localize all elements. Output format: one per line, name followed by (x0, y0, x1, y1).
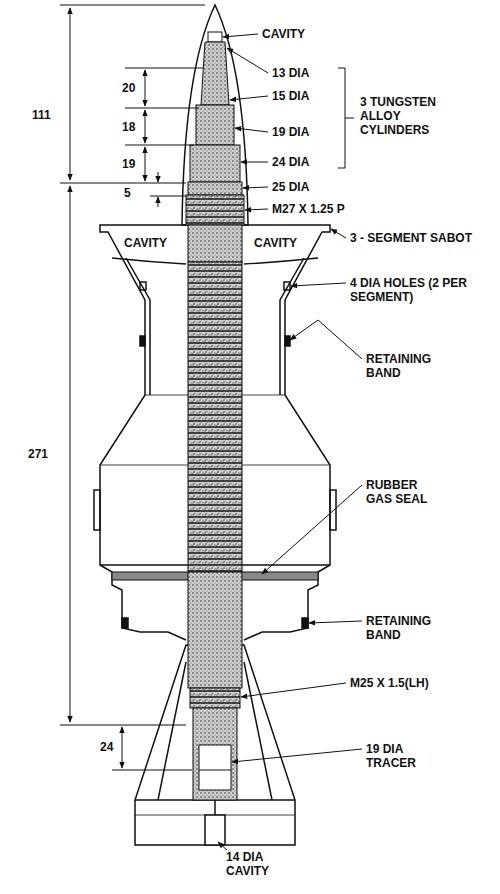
windscreen (182, 5, 248, 225)
diameter-label: 15 DIA (272, 89, 309, 103)
diameter-label: 24 DIA (272, 155, 309, 169)
thread-label: M25 X 1.5(LH) (350, 676, 429, 690)
part-label: RETAINING BAND (366, 352, 446, 380)
part-label: RUBBER GAS SEAL (366, 478, 441, 506)
part-label: 14 DIA CAVITY (226, 850, 286, 878)
diameter-label: 25 DIA (272, 180, 309, 194)
diameter-label: 13 DIA (272, 66, 309, 80)
dimension-value: 19 (122, 157, 135, 171)
part-label: 3 - SEGMENT SABOT (350, 231, 472, 245)
part-label: 3 TUNGSTEN ALLOY CYLINDERS (360, 95, 442, 137)
penetrator (186, 32, 244, 800)
thread-label: M27 X 1.25 P (272, 202, 345, 216)
dimension-value: 271 (28, 447, 48, 461)
leader-lines (218, 34, 362, 851)
dimension-value: 24 (100, 740, 113, 754)
part-label: RETAINING BAND (366, 614, 446, 642)
part-label: 4 DIA HOLES (2 PER SEGMENT) (350, 276, 468, 304)
part-label: 19 DIA TRACER (366, 742, 426, 770)
dimension-lines (60, 5, 354, 770)
dimension-value: 18 (122, 120, 135, 134)
dimension-value: 20 (122, 81, 135, 95)
dimension-value: 5 (124, 186, 131, 200)
diameter-label: 19 DIA (272, 125, 309, 139)
dimension-value: 111 (32, 108, 51, 122)
part-label: CAVITY (254, 236, 297, 250)
part-label: CAVITY (262, 27, 305, 41)
part-label: CAVITY (124, 236, 167, 250)
